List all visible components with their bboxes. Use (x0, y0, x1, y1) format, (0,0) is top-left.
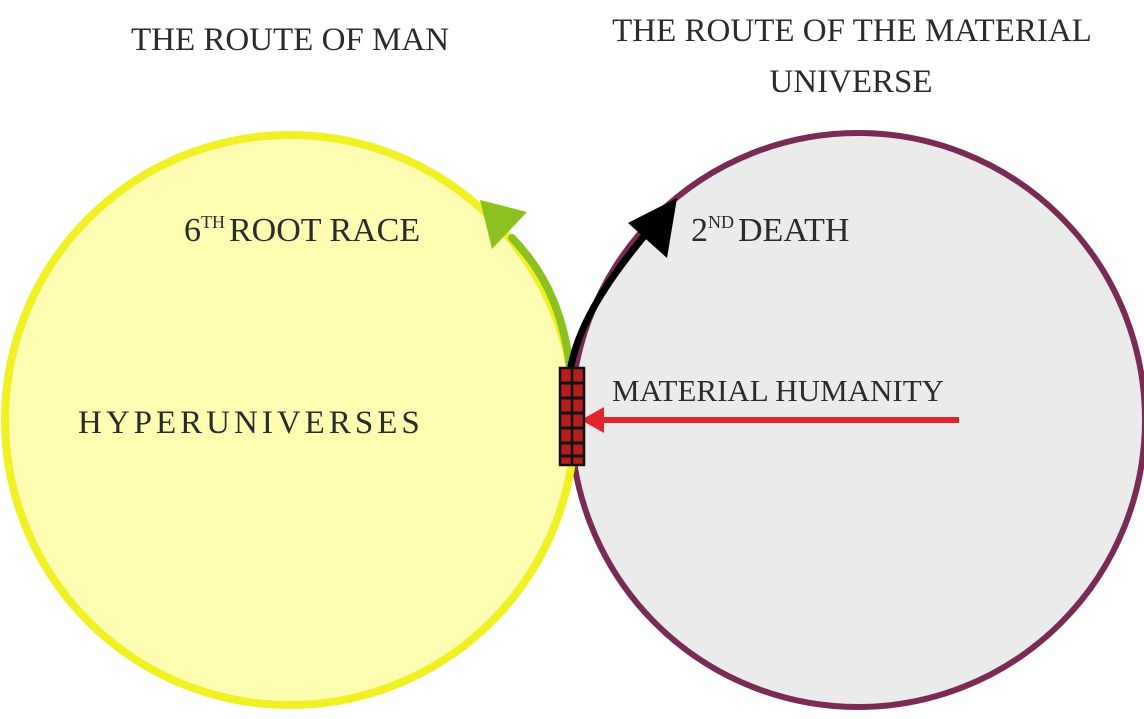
root-race-arrowhead (480, 200, 527, 249)
root-race-arrow-line (508, 234, 575, 382)
route-of-universe-title-line1: THE ROUTE OF THE MATERIAL (612, 13, 1092, 49)
material-humanity-label: MATERIAL HUMANITY (612, 373, 944, 408)
gate-ladder (558, 366, 586, 467)
second-death-arrow-line (567, 231, 649, 370)
second-death-arrowhead (628, 198, 677, 258)
route-of-universe-title-line2: UNIVERSE (769, 64, 932, 100)
hyperuniverses-label: HYPERUNIVERSES (78, 405, 424, 441)
route-of-man-title: THE ROUTE OF MAN (131, 22, 449, 58)
material-humanity-arrowhead (581, 407, 604, 433)
